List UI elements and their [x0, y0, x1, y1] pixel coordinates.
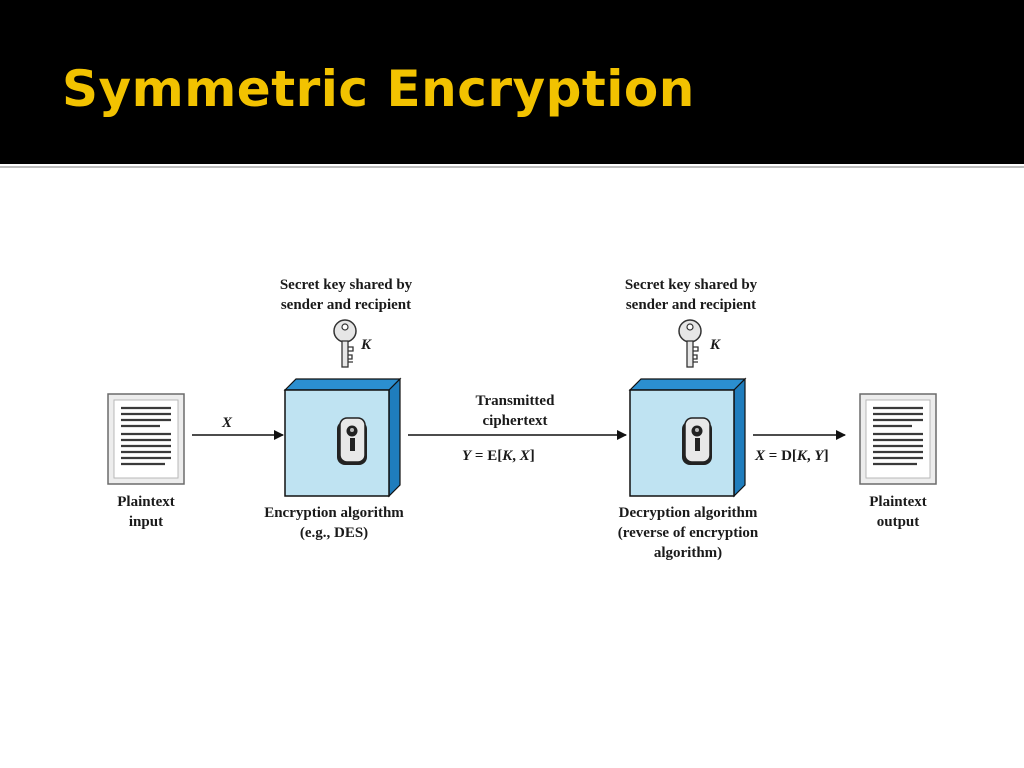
formula-text: ,	[806, 448, 815, 464]
decryption-formula: X = D[K, Y]	[755, 446, 829, 466]
plaintext-output-line1: Plaintext	[869, 494, 927, 510]
plaintext-input-line1: Plaintext	[117, 494, 175, 510]
formula-text: = D[	[765, 448, 797, 464]
plaintext-output-label: Plaintext output	[848, 492, 948, 532]
formula-text: = E[	[471, 448, 503, 464]
header-rule	[0, 160, 1024, 164]
keyhole-icon	[337, 417, 367, 465]
transmitted-line1: Transmitted	[475, 393, 555, 409]
key-caption-right-line1: Secret key shared by	[624, 277, 758, 293]
transmitted-line2: ciphertext	[482, 413, 548, 429]
formula-text: ]	[529, 448, 535, 464]
encryption-label-line2: (e.g., DES)	[299, 525, 369, 541]
key-symbol-right: K	[710, 337, 721, 353]
decryption-label-line3: algorithm)	[653, 545, 723, 561]
input-variable: X	[222, 415, 233, 431]
key-caption-left-line1: Secret key shared by	[279, 277, 413, 293]
formula-symbol: K	[796, 448, 807, 464]
plaintext-input-line2: input	[128, 514, 164, 530]
formula-symbol: K	[502, 448, 513, 464]
plaintext-input-label: Plaintext input	[96, 492, 196, 532]
header-rule-light	[0, 166, 1024, 168]
key-symbol-left: K	[361, 337, 372, 353]
formula-text: ]	[823, 448, 829, 464]
document-icon-output	[859, 393, 937, 485]
key-caption-right-line2: sender and recipient	[625, 297, 757, 313]
decryption-label: Decryption algorithm (reverse of encrypt…	[578, 503, 798, 563]
formula-symbol: X	[755, 448, 766, 464]
key-icon	[678, 319, 702, 368]
key-caption-right: Secret key shared by sender and recipien…	[591, 275, 791, 315]
formula-text: ,	[512, 448, 520, 464]
formula-symbol: Y	[814, 448, 824, 464]
formula-symbol: X	[519, 448, 530, 464]
slide-title: Symmetric Encryption	[62, 60, 695, 118]
transmitted-label: Transmitted ciphertext	[445, 391, 585, 431]
encryption-formula: Y = E[K, X]	[462, 446, 535, 466]
document-icon-input	[107, 393, 185, 485]
encryption-label-line1: Encryption algorithm	[264, 505, 404, 521]
plaintext-output-line2: output	[876, 514, 920, 530]
formula-symbol: Y	[462, 448, 472, 464]
key-icon	[333, 319, 357, 368]
key-caption-left: Secret key shared by sender and recipien…	[246, 275, 446, 315]
slide-header: Symmetric Encryption	[0, 0, 1024, 160]
decryption-label-line2: (reverse of encryption	[617, 525, 759, 541]
decryption-label-line1: Decryption algorithm	[618, 505, 758, 521]
encryption-label: Encryption algorithm (e.g., DES)	[234, 503, 434, 543]
key-caption-left-line2: sender and recipient	[280, 297, 412, 313]
keyhole-icon	[682, 417, 712, 465]
